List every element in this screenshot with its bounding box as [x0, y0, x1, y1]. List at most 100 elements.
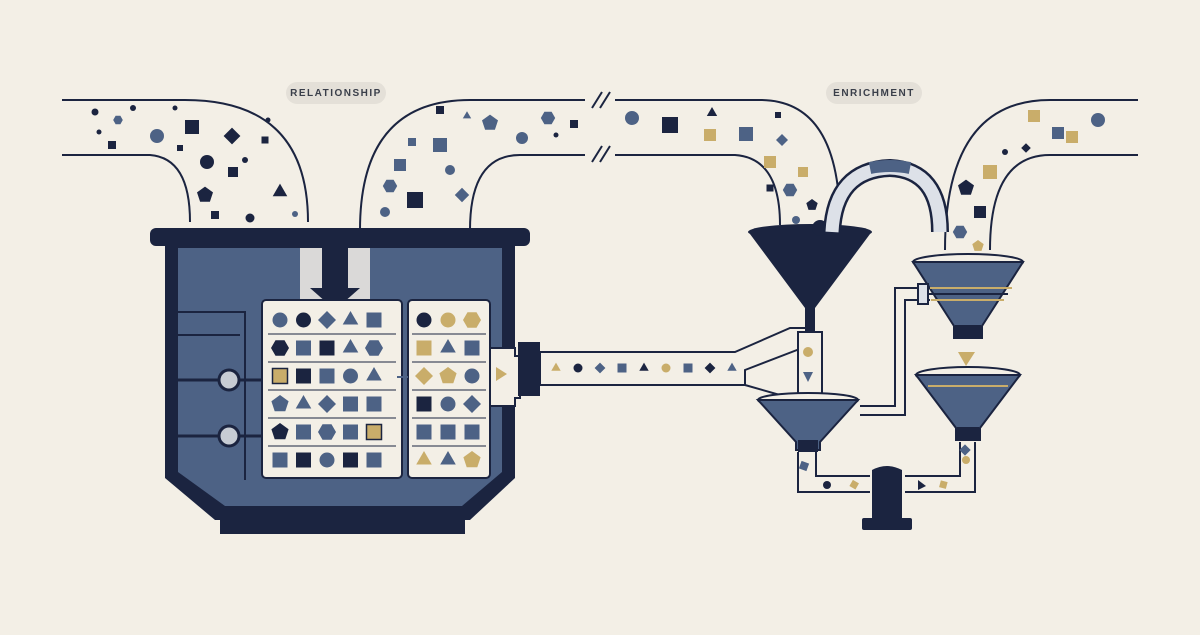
grid-left-cells — [268, 311, 396, 468]
chute-particle — [782, 183, 798, 197]
grid-left-cell — [296, 340, 311, 356]
grid-left-cell — [296, 368, 311, 384]
chute-particle — [265, 117, 271, 123]
chute-particle — [570, 120, 578, 128]
grid-left-cell — [318, 311, 336, 329]
grid-right-cell — [464, 424, 480, 440]
chute-particle — [172, 105, 178, 111]
chute-particle — [798, 167, 808, 177]
right-input-chute — [615, 99, 841, 226]
chute-particle — [482, 114, 498, 130]
grid-right-cell — [440, 312, 456, 328]
chute-particle — [380, 207, 390, 217]
enrichment-label: ENRICHMENT — [826, 82, 922, 104]
chute-particle — [1028, 110, 1040, 122]
secondary-funnel — [755, 392, 861, 452]
grid-right-cell — [416, 340, 432, 356]
chute-particle — [91, 108, 99, 116]
grid-left-cell — [343, 452, 358, 468]
chute-particle — [1091, 113, 1105, 127]
grid-left-cell — [366, 452, 382, 468]
chute-particle — [983, 165, 997, 179]
grid-right-cell — [439, 367, 457, 384]
grid-left-cell — [271, 367, 289, 385]
pipe-stream-items — [551, 362, 737, 374]
grid-left-cell — [319, 368, 335, 384]
chute-particle — [272, 183, 288, 197]
chute-particle — [776, 134, 788, 146]
chute-particle — [130, 105, 136, 111]
pipe-item — [727, 362, 737, 371]
grid-right-cell — [416, 451, 432, 465]
grid-left-cell — [272, 452, 288, 468]
grid-left-cell — [296, 424, 311, 440]
grid-left-cell — [318, 395, 336, 413]
chute-particle — [445, 165, 455, 175]
enrichment-funnel-lower — [913, 366, 1023, 441]
chute-particle — [958, 179, 974, 195]
grid-left-cell — [365, 340, 383, 356]
grid-right-cell — [440, 396, 456, 412]
left-input-chute — [62, 99, 309, 232]
chute-particle — [113, 115, 123, 125]
grid-left-cell — [366, 396, 382, 412]
chute-particle — [462, 111, 472, 119]
grid-right-cell — [440, 424, 456, 440]
chute-particle — [223, 127, 241, 145]
chute-particle — [974, 206, 986, 218]
grid-left-cell — [342, 311, 359, 325]
grid-right-cell — [464, 340, 480, 356]
middle-input-chute — [359, 91, 611, 231]
relationship-label: RELATIONSHIP — [286, 82, 386, 104]
grid-left-cell — [272, 312, 288, 328]
chute-particle — [177, 145, 183, 151]
chute-particle — [242, 157, 248, 163]
chute-particle — [261, 136, 269, 144]
valve-knob-upper[interactable] — [217, 368, 241, 392]
grid-right-cell — [440, 339, 456, 353]
grid-left-cell — [366, 312, 382, 328]
chute-particle — [96, 129, 102, 135]
pipe-item — [617, 363, 627, 373]
grid-right-cell — [463, 312, 481, 328]
grid-left-cell — [366, 367, 382, 381]
sorting-vat — [150, 228, 530, 534]
grid-left-cell — [296, 312, 311, 328]
chute-particle — [952, 225, 968, 239]
chute-particle — [108, 141, 116, 149]
valve-knob-lower[interactable] — [217, 424, 241, 448]
pipe-item — [683, 363, 693, 373]
chute-particle — [245, 213, 255, 223]
grid-left-cell — [343, 424, 358, 440]
enrichment-funnel-upper — [911, 253, 1025, 366]
far-right-chute — [944, 99, 1138, 251]
grid-right-cell — [415, 367, 433, 385]
grid-right-cell — [463, 451, 481, 468]
grid-left-cell — [271, 340, 289, 356]
chute-particle — [211, 211, 219, 219]
chute-particle — [1052, 127, 1064, 139]
chute-particle — [516, 132, 528, 144]
pipe-item — [661, 363, 671, 373]
grid-right-cell — [416, 424, 432, 440]
grid-right-cell — [464, 368, 480, 384]
chute-particle — [200, 155, 214, 169]
chute-particle — [454, 187, 470, 203]
connector-pipes — [797, 283, 976, 530]
grid-left-cell — [343, 396, 358, 412]
chute-particle — [553, 132, 559, 138]
chute-particle — [739, 127, 753, 141]
chute-particle — [1002, 149, 1008, 155]
primary-funnel — [748, 220, 872, 396]
pipe-item — [639, 362, 649, 371]
bypass-arch-pipe — [823, 158, 949, 233]
chute-particle — [1021, 143, 1031, 153]
chute-particle — [394, 159, 406, 171]
chute-particle — [292, 211, 298, 217]
chute-particle — [433, 138, 447, 152]
loop-particles — [798, 444, 971, 490]
grid-left-cell — [319, 340, 335, 356]
grid-left-cell — [343, 368, 358, 384]
